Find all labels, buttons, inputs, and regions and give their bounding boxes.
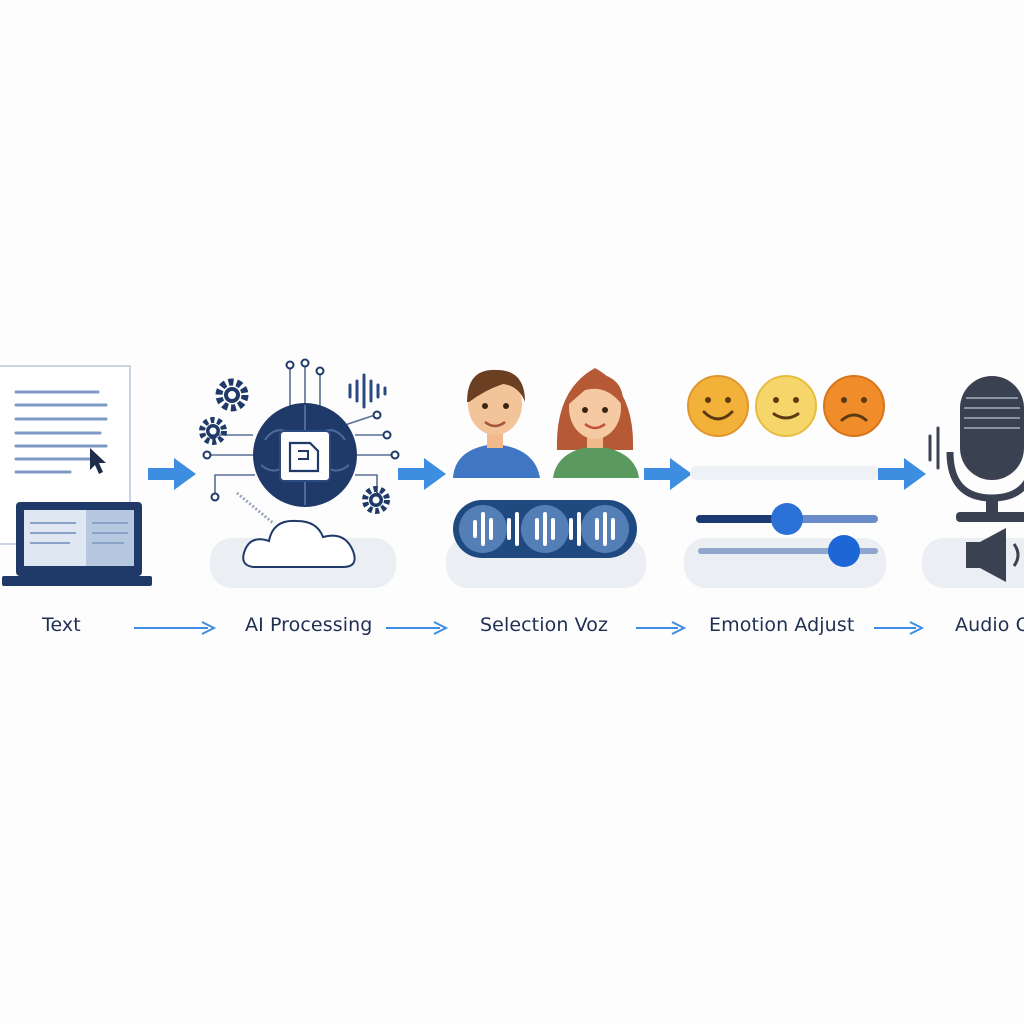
flow-arrow bbox=[398, 458, 448, 490]
cloud-icon bbox=[242, 519, 356, 568]
sound-wave-icon bbox=[348, 373, 387, 409]
label-flow-arrow bbox=[874, 620, 925, 636]
gear-icon bbox=[362, 486, 390, 514]
step-voice-illustration bbox=[445, 360, 655, 560]
gear-icon bbox=[215, 378, 249, 412]
step-emotion-illustration bbox=[684, 372, 894, 572]
label-flow-arrow bbox=[386, 620, 449, 636]
label-flow-arrow bbox=[134, 620, 217, 636]
content-face-icon bbox=[755, 375, 817, 437]
cursor-icon bbox=[90, 448, 106, 474]
happy-face-icon bbox=[687, 375, 749, 437]
step-label-selection-voz: Selection Voz bbox=[480, 614, 609, 636]
step-text-illustration bbox=[0, 360, 160, 600]
document-laptop-icon bbox=[0, 365, 152, 586]
male-avatar-icon bbox=[453, 369, 540, 478]
step-ai-illustration bbox=[195, 355, 405, 575]
ai-brain-chip-icon bbox=[199, 358, 400, 568]
microphone-icon bbox=[946, 376, 1024, 522]
speaker-icon bbox=[966, 528, 1020, 582]
slider-thumb[interactable] bbox=[771, 503, 803, 535]
microphone-speaker-icon bbox=[928, 376, 1024, 582]
sound-wave-icon bbox=[473, 512, 615, 546]
emotion-slider-2[interactable] bbox=[698, 535, 878, 567]
step-label-audio-output: Audio O bbox=[955, 614, 1024, 636]
flow-arrow bbox=[644, 458, 694, 490]
sad-face-icon bbox=[823, 375, 885, 437]
label-flow-arrow bbox=[636, 620, 687, 636]
voice-avatars-icon bbox=[453, 368, 639, 558]
gear-icon bbox=[199, 417, 227, 445]
slider-thumb[interactable] bbox=[828, 535, 860, 567]
chip-icon bbox=[279, 430, 331, 482]
emotion-faces-icon bbox=[687, 375, 885, 480]
step-audio-illustration bbox=[920, 370, 1024, 600]
emotion-slider-1[interactable] bbox=[696, 503, 878, 535]
flow-arrow bbox=[878, 458, 928, 490]
step-label-text: Text bbox=[42, 614, 81, 636]
flow-arrow bbox=[148, 458, 198, 490]
step-label-emotion-adjust: Emotion Adjust bbox=[709, 614, 855, 636]
female-avatar-icon bbox=[553, 368, 639, 478]
step-label-ai-processing: AI Processing bbox=[245, 614, 373, 636]
